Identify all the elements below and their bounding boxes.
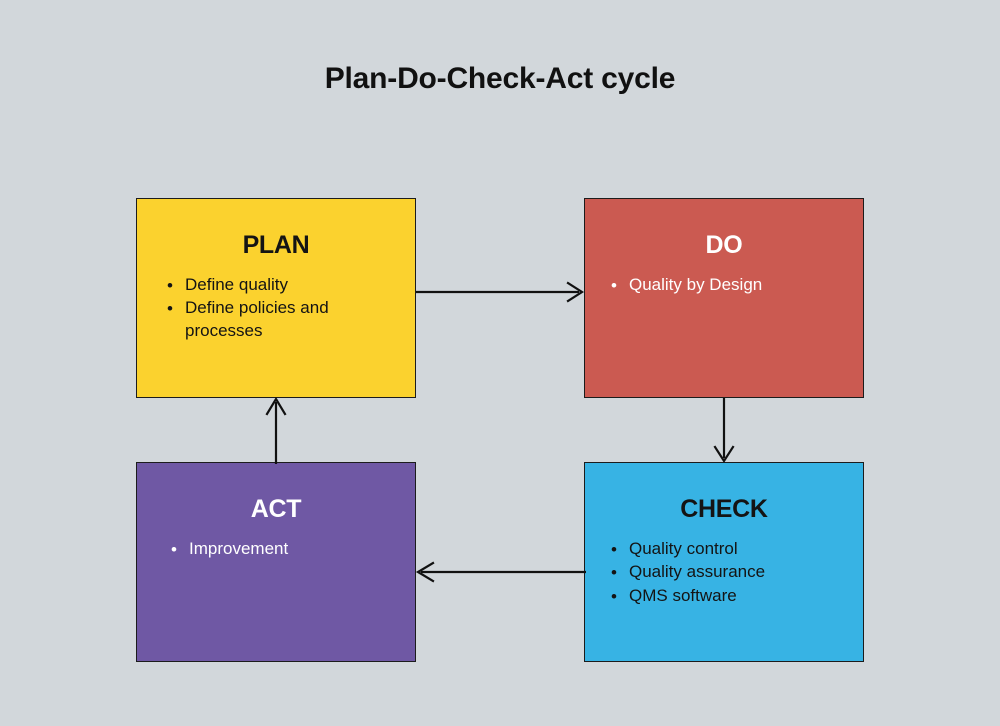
- bullet-icon: •: [611, 586, 617, 606]
- list-item-label: Define quality: [185, 275, 289, 294]
- box-heading-act: ACT: [250, 495, 302, 523]
- box-list-check: • Quality control • Quality assurance • QMS…: [585, 538, 863, 607]
- pdca-box-do[interactable]: DO • Quality by Design: [584, 198, 864, 398]
- list-item-label: Quality assurance: [629, 562, 766, 582]
- page-title: Plan-Do-Check-Act cycle: [324, 62, 676, 95]
- bullet-icon: •: [611, 563, 617, 583]
- list-item: • Quality control: [611, 538, 849, 560]
- pdca-box-plan[interactable]: PLAN • Define quality • Define policies an…: [136, 198, 416, 398]
- box-list-do: • Quality by Design: [585, 274, 863, 296]
- box-heading-check: CHECK: [680, 495, 768, 523]
- list-item-label: Improvement: [189, 539, 289, 558]
- bullet-icon: •: [171, 540, 177, 560]
- bullet-icon: •: [611, 540, 617, 560]
- box-heading-plan: PLAN: [242, 231, 310, 259]
- list-item-label: QMS software: [629, 585, 737, 605]
- list-item-label: Quality control: [629, 539, 738, 558]
- box-list-plan: • Define quality • Define policies and pro…: [137, 274, 415, 342]
- box-list-act: • Improvement: [137, 538, 415, 560]
- list-item: • QMS software: [611, 585, 849, 607]
- arrow-check-to-act-icon: [415, 561, 586, 583]
- pdca-box-act[interactable]: ACT • Improvement: [136, 462, 416, 662]
- list-item: • Quality by Design: [611, 274, 849, 296]
- list-item: • Define policies and processes: [167, 297, 401, 342]
- list-item: • Improvement: [171, 538, 401, 560]
- box-heading-do: DO: [705, 231, 743, 259]
- pdca-box-check[interactable]: CHECK • Quality control • Quality assuranc…: [584, 462, 864, 662]
- list-item-label: Quality by Design: [629, 275, 763, 294]
- bullet-icon: •: [167, 276, 173, 296]
- bullet-icon: •: [611, 276, 617, 296]
- bullet-icon: •: [167, 299, 173, 319]
- arrow-plan-to-do-icon: [416, 281, 585, 303]
- list-item: • Quality assurance: [611, 561, 849, 583]
- arrow-do-to-check-icon: [713, 398, 735, 464]
- list-item-label: Define policies and processes: [185, 298, 329, 340]
- list-item: • Define quality: [167, 274, 401, 296]
- arrow-act-to-plan-icon: [265, 396, 287, 464]
